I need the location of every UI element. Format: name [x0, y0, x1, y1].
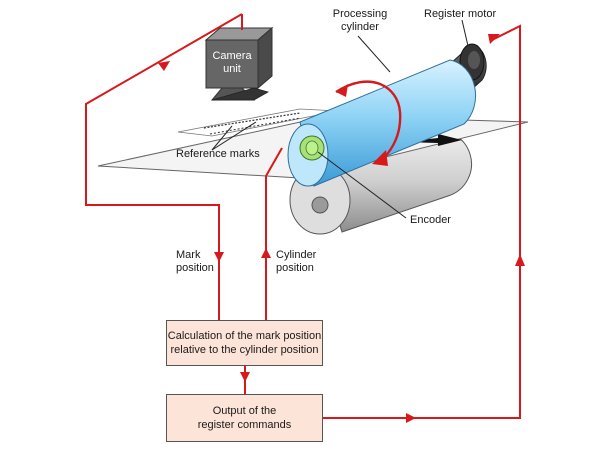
output-box: Output of the register commands [166, 394, 323, 442]
register-motor-pointer [461, 19, 469, 47]
web-direction-arrow [402, 134, 462, 146]
calculation-box: Calculation of the mark position relativ… [166, 320, 323, 366]
encoder-label: Encoder [410, 214, 451, 226]
calculation-box-text: Calculation of the mark position relativ… [167, 330, 322, 356]
camera-to-calc-line [85, 13, 243, 320]
mark-position-label: Mark position [176, 249, 214, 274]
camera-unit-label: Camera unit [212, 50, 252, 75]
rotation-arrow [335, 80, 402, 166]
cylinder-position-label: Cylinder position [276, 249, 317, 274]
signal-arrowheads [158, 34, 525, 423]
register-motor-label: Register motor [424, 8, 497, 20]
processing-cylinder [287, 59, 477, 187]
pointer-lines [211, 19, 469, 219]
reference-marks-label: Reference marks [176, 148, 260, 160]
output-to-motor-line [322, 24, 521, 419]
processing-cylinder-label: Processing cylinder [332, 8, 388, 33]
signal-lines [85, 13, 521, 419]
camera-unit [204, 26, 274, 101]
reference-marks-pointer-2 [211, 121, 257, 151]
processing-cylinder-pointer [357, 35, 391, 73]
encoder-pointer [317, 151, 407, 219]
reference-marks-pointer-1 [211, 125, 233, 151]
output-box-text: Output of the register commands [197, 405, 292, 431]
cylinder-to-calc-line [265, 147, 283, 320]
